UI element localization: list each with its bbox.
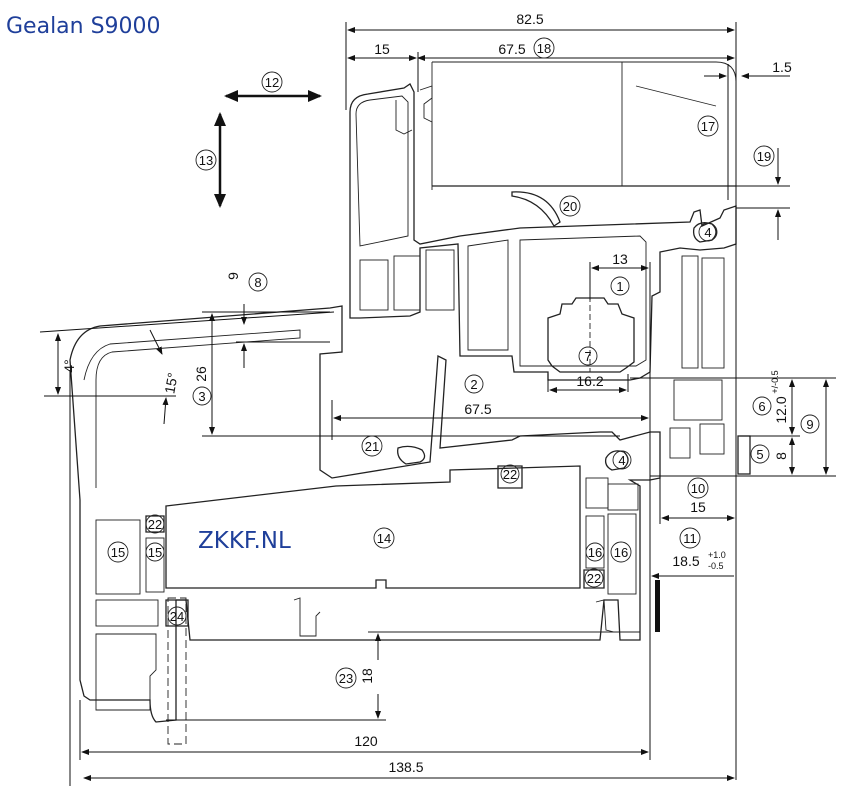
svg-text:18: 18	[537, 41, 551, 56]
callout-5: 5	[750, 444, 770, 464]
dim-15-right: 15	[690, 499, 706, 515]
svg-text:20: 20	[563, 199, 577, 214]
dim-67-5-mid: 67.5	[464, 401, 491, 417]
callout-17: 17	[697, 115, 719, 137]
callout-8: 8	[248, 272, 268, 292]
drawing-title: Gealan S9000	[6, 14, 161, 39]
svg-text:16: 16	[588, 545, 602, 560]
dimension-lines	[39, 22, 836, 786]
callout-16-right: 16	[610, 541, 632, 563]
dim-13: 13	[612, 251, 628, 267]
dimension-labels: 82.5 15 67.5 1.5 13 16.2 67.5 26 9 4° 15…	[61, 11, 792, 775]
callout-14: 14	[373, 527, 395, 549]
svg-text:22: 22	[148, 517, 162, 532]
dim-16-2: 16.2	[576, 373, 603, 389]
sash-profile	[349, 61, 737, 471]
callout-9: 9	[800, 414, 820, 434]
callout-13: 13	[195, 149, 217, 171]
callout-23: 23	[335, 667, 357, 689]
svg-text:10: 10	[691, 481, 705, 496]
frame-profile	[69, 305, 751, 745]
svg-text:4: 4	[618, 453, 625, 468]
svg-text:24: 24	[170, 609, 184, 624]
svg-text:13: 13	[199, 153, 213, 168]
dim-18-5-tol-dn: -0.5	[708, 561, 724, 571]
callout-24: 24	[167, 606, 187, 626]
callout-22-right: 22	[584, 568, 604, 588]
callout-22-left: 22	[145, 514, 165, 534]
callouts: 1 2 3 4 4 5 6 7 8 9 10 11 12 13 14 15 15…	[107, 37, 820, 689]
dim-138-5: 138.5	[388, 759, 423, 775]
callout-15-left: 15	[107, 541, 129, 563]
svg-text:17: 17	[701, 119, 715, 134]
dim-12: 12.0	[773, 396, 789, 423]
dim-18-5-tol-up: +1.0	[708, 550, 726, 560]
callout-2: 2	[464, 374, 484, 394]
svg-text:6: 6	[758, 399, 765, 414]
callout-16-left: 16	[585, 542, 605, 562]
dim-9-deg: 9	[225, 272, 241, 280]
dim-4-deg: 4°	[61, 359, 77, 372]
dim-82-5: 82.5	[516, 11, 543, 27]
callout-12: 12	[261, 71, 283, 93]
dim-12-tol: +/-0.5	[770, 370, 780, 393]
svg-text:16: 16	[614, 545, 628, 560]
svg-text:15: 15	[111, 545, 125, 560]
svg-text:7: 7	[584, 349, 591, 364]
callout-6: 6	[752, 396, 772, 416]
callout-18: 18	[533, 37, 555, 59]
svg-text:2: 2	[470, 377, 477, 392]
dim-120: 120	[354, 733, 378, 749]
svg-text:19: 19	[757, 149, 771, 164]
dim-67-5-top: 67.5	[498, 41, 525, 57]
callout-1: 1	[610, 276, 630, 296]
dim-1-5: 1.5	[772, 59, 792, 75]
svg-text:3: 3	[198, 389, 205, 404]
callout-4-upper: 4	[698, 222, 718, 242]
svg-text:21: 21	[365, 439, 379, 454]
callout-3: 3	[192, 386, 212, 406]
dim-18-5: 18.5	[672, 553, 699, 569]
dim-18-bottom: 18	[359, 668, 375, 684]
watermark-text: ZKKF.NL	[198, 528, 291, 554]
svg-text:5: 5	[756, 447, 763, 462]
svg-text:23: 23	[339, 671, 353, 686]
callout-4-lower: 4	[612, 450, 632, 470]
svg-text:4: 4	[704, 225, 711, 240]
svg-text:14: 14	[377, 531, 391, 546]
svg-text:11: 11	[683, 531, 697, 546]
callout-20: 20	[559, 195, 581, 217]
dim-15-deg: 15°	[161, 371, 180, 395]
movement-arrows	[214, 90, 322, 208]
callout-21: 21	[361, 435, 383, 457]
svg-text:9: 9	[806, 417, 813, 432]
callout-19: 19	[753, 145, 775, 167]
callout-15-inner: 15	[145, 542, 165, 562]
svg-text:22: 22	[503, 467, 517, 482]
dim-8: 8	[773, 452, 789, 460]
callout-22-mid: 22	[500, 464, 520, 484]
svg-text:12: 12	[265, 75, 279, 90]
callout-10: 10	[687, 477, 709, 499]
callout-11: 11	[679, 527, 701, 549]
callout-7: 7	[578, 346, 598, 366]
svg-text:8: 8	[254, 275, 261, 290]
dim-26: 26	[193, 366, 209, 382]
svg-text:22: 22	[587, 571, 601, 586]
svg-text:1: 1	[616, 279, 623, 294]
svg-text:15: 15	[148, 545, 162, 560]
dim-15-top: 15	[374, 41, 390, 57]
